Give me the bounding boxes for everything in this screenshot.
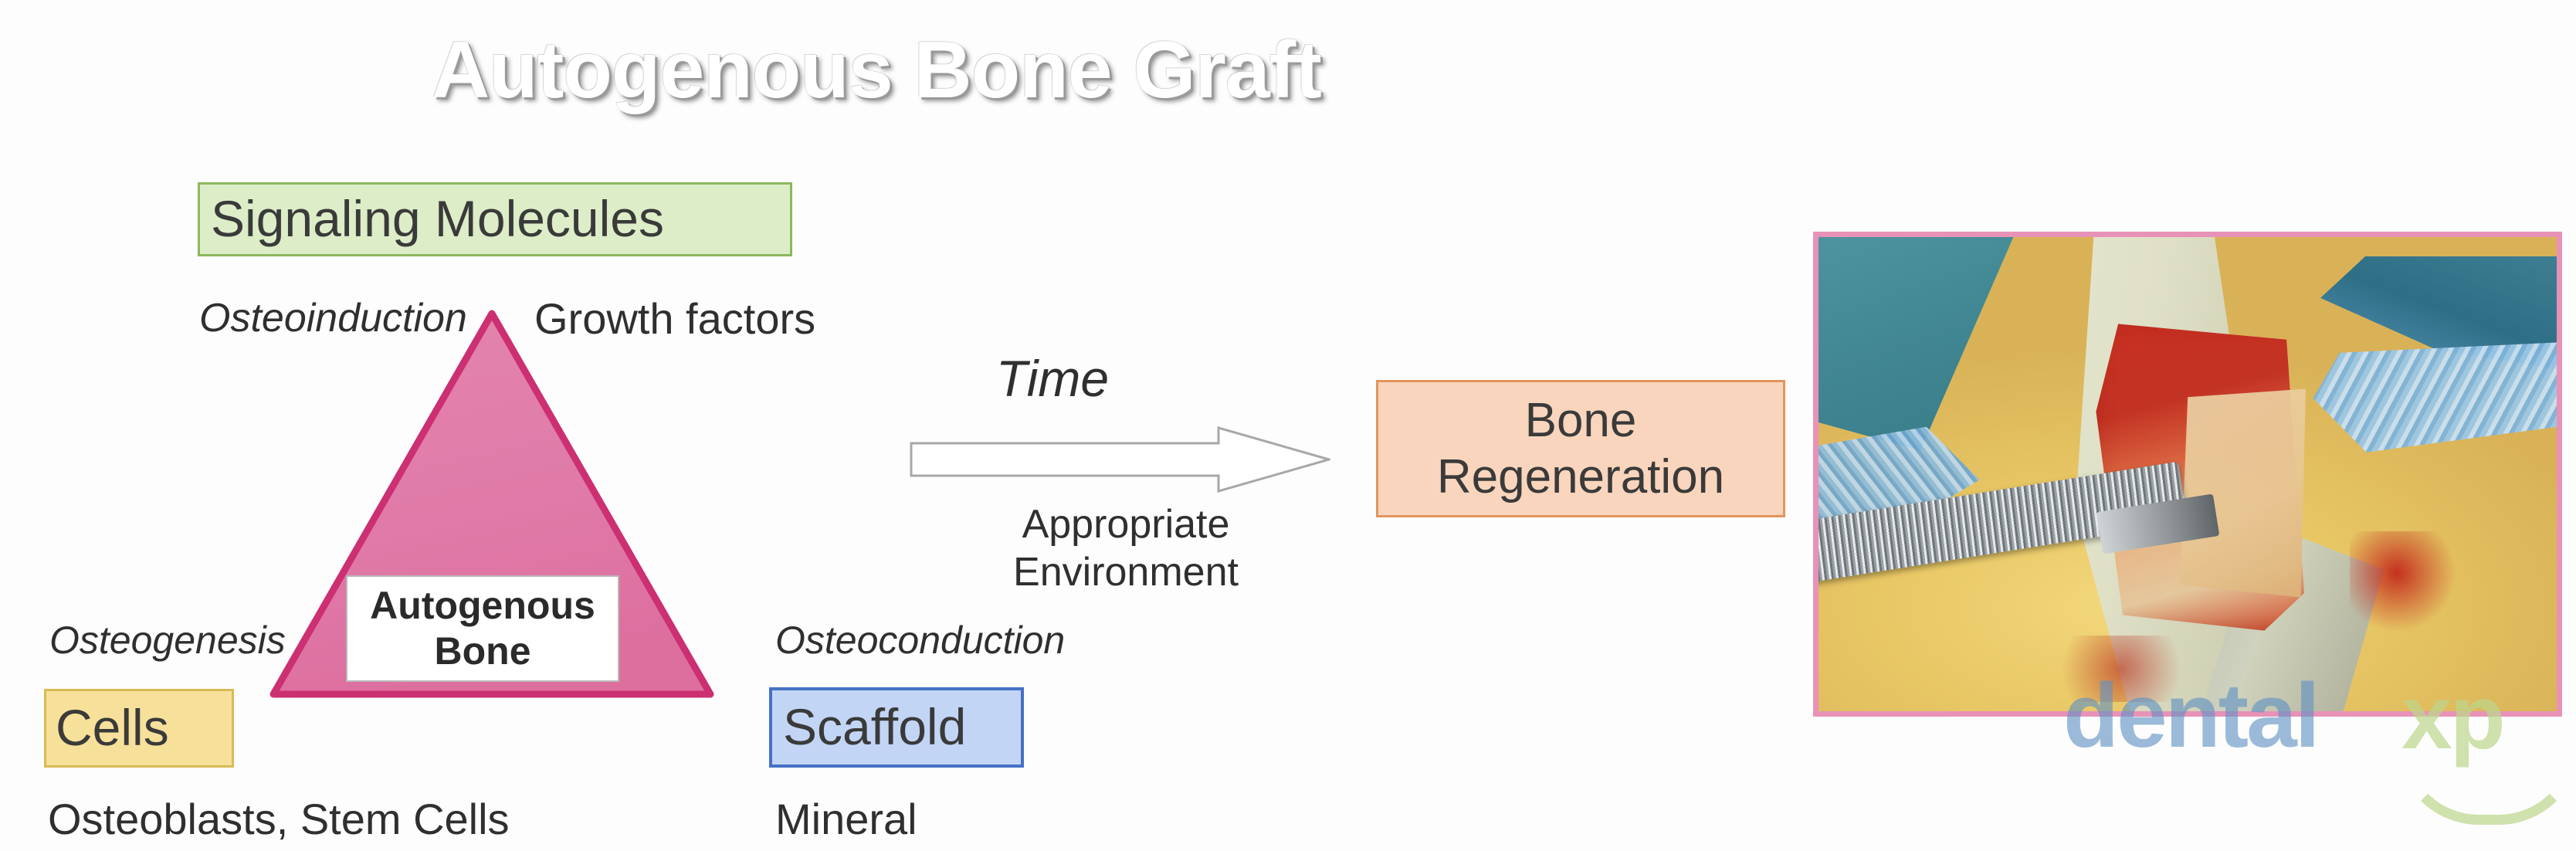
bone-graft-cortical (2180, 388, 2306, 598)
box-scaffold-label: Scaffold (783, 698, 967, 756)
label-appropriate-environment: Appropriate Environment (964, 500, 1288, 597)
label-environment-line2: Environment (1013, 550, 1239, 595)
surgical-drape-teal (1818, 237, 2020, 451)
watermark-smile-arc-icon (2397, 715, 2576, 825)
blood-area-upper (2350, 531, 2469, 636)
clinical-photo (1813, 232, 2562, 717)
box-cells: Cells (44, 689, 234, 768)
clinical-photo-image (1818, 237, 2557, 711)
box-signaling-molecules: Signaling Molecules (198, 182, 792, 256)
box-bone-regeneration-line1: Bone (1524, 393, 1637, 447)
label-osteoblasts-stem-cells: Osteoblasts, Stem Cells (48, 795, 510, 843)
label-growth-factors: Growth factors (534, 294, 816, 343)
blood-area-lower (2039, 635, 2203, 702)
box-autogenous-bone: Autogenous Bone (346, 575, 619, 682)
label-time: Time (996, 350, 1110, 407)
surgical-gauze-right (2313, 341, 2557, 453)
label-osteoconduction: Osteoconduction (775, 619, 1066, 662)
box-bone-regeneration-line2: Regeneration (1436, 450, 1725, 503)
label-osteoinduction: Osteoinduction (199, 296, 467, 341)
box-autogenous-bone-line2: Bone (434, 629, 531, 673)
box-scaffold: Scaffold (769, 687, 1024, 768)
label-mineral: Mineral (775, 795, 917, 843)
page-title: Autogenous Bone Graft (432, 25, 1322, 115)
box-bone-regeneration: Bone Regeneration (1376, 380, 1785, 517)
box-autogenous-bone-line1: Autogenous (370, 584, 595, 627)
box-signaling-molecules-label: Signaling Molecules (211, 190, 665, 248)
label-osteogenesis: Osteogenesis (49, 619, 286, 662)
label-environment-line1: Appropriate (1022, 502, 1230, 547)
arrow-right-icon (910, 426, 1330, 493)
box-cells-label: Cells (56, 699, 169, 757)
